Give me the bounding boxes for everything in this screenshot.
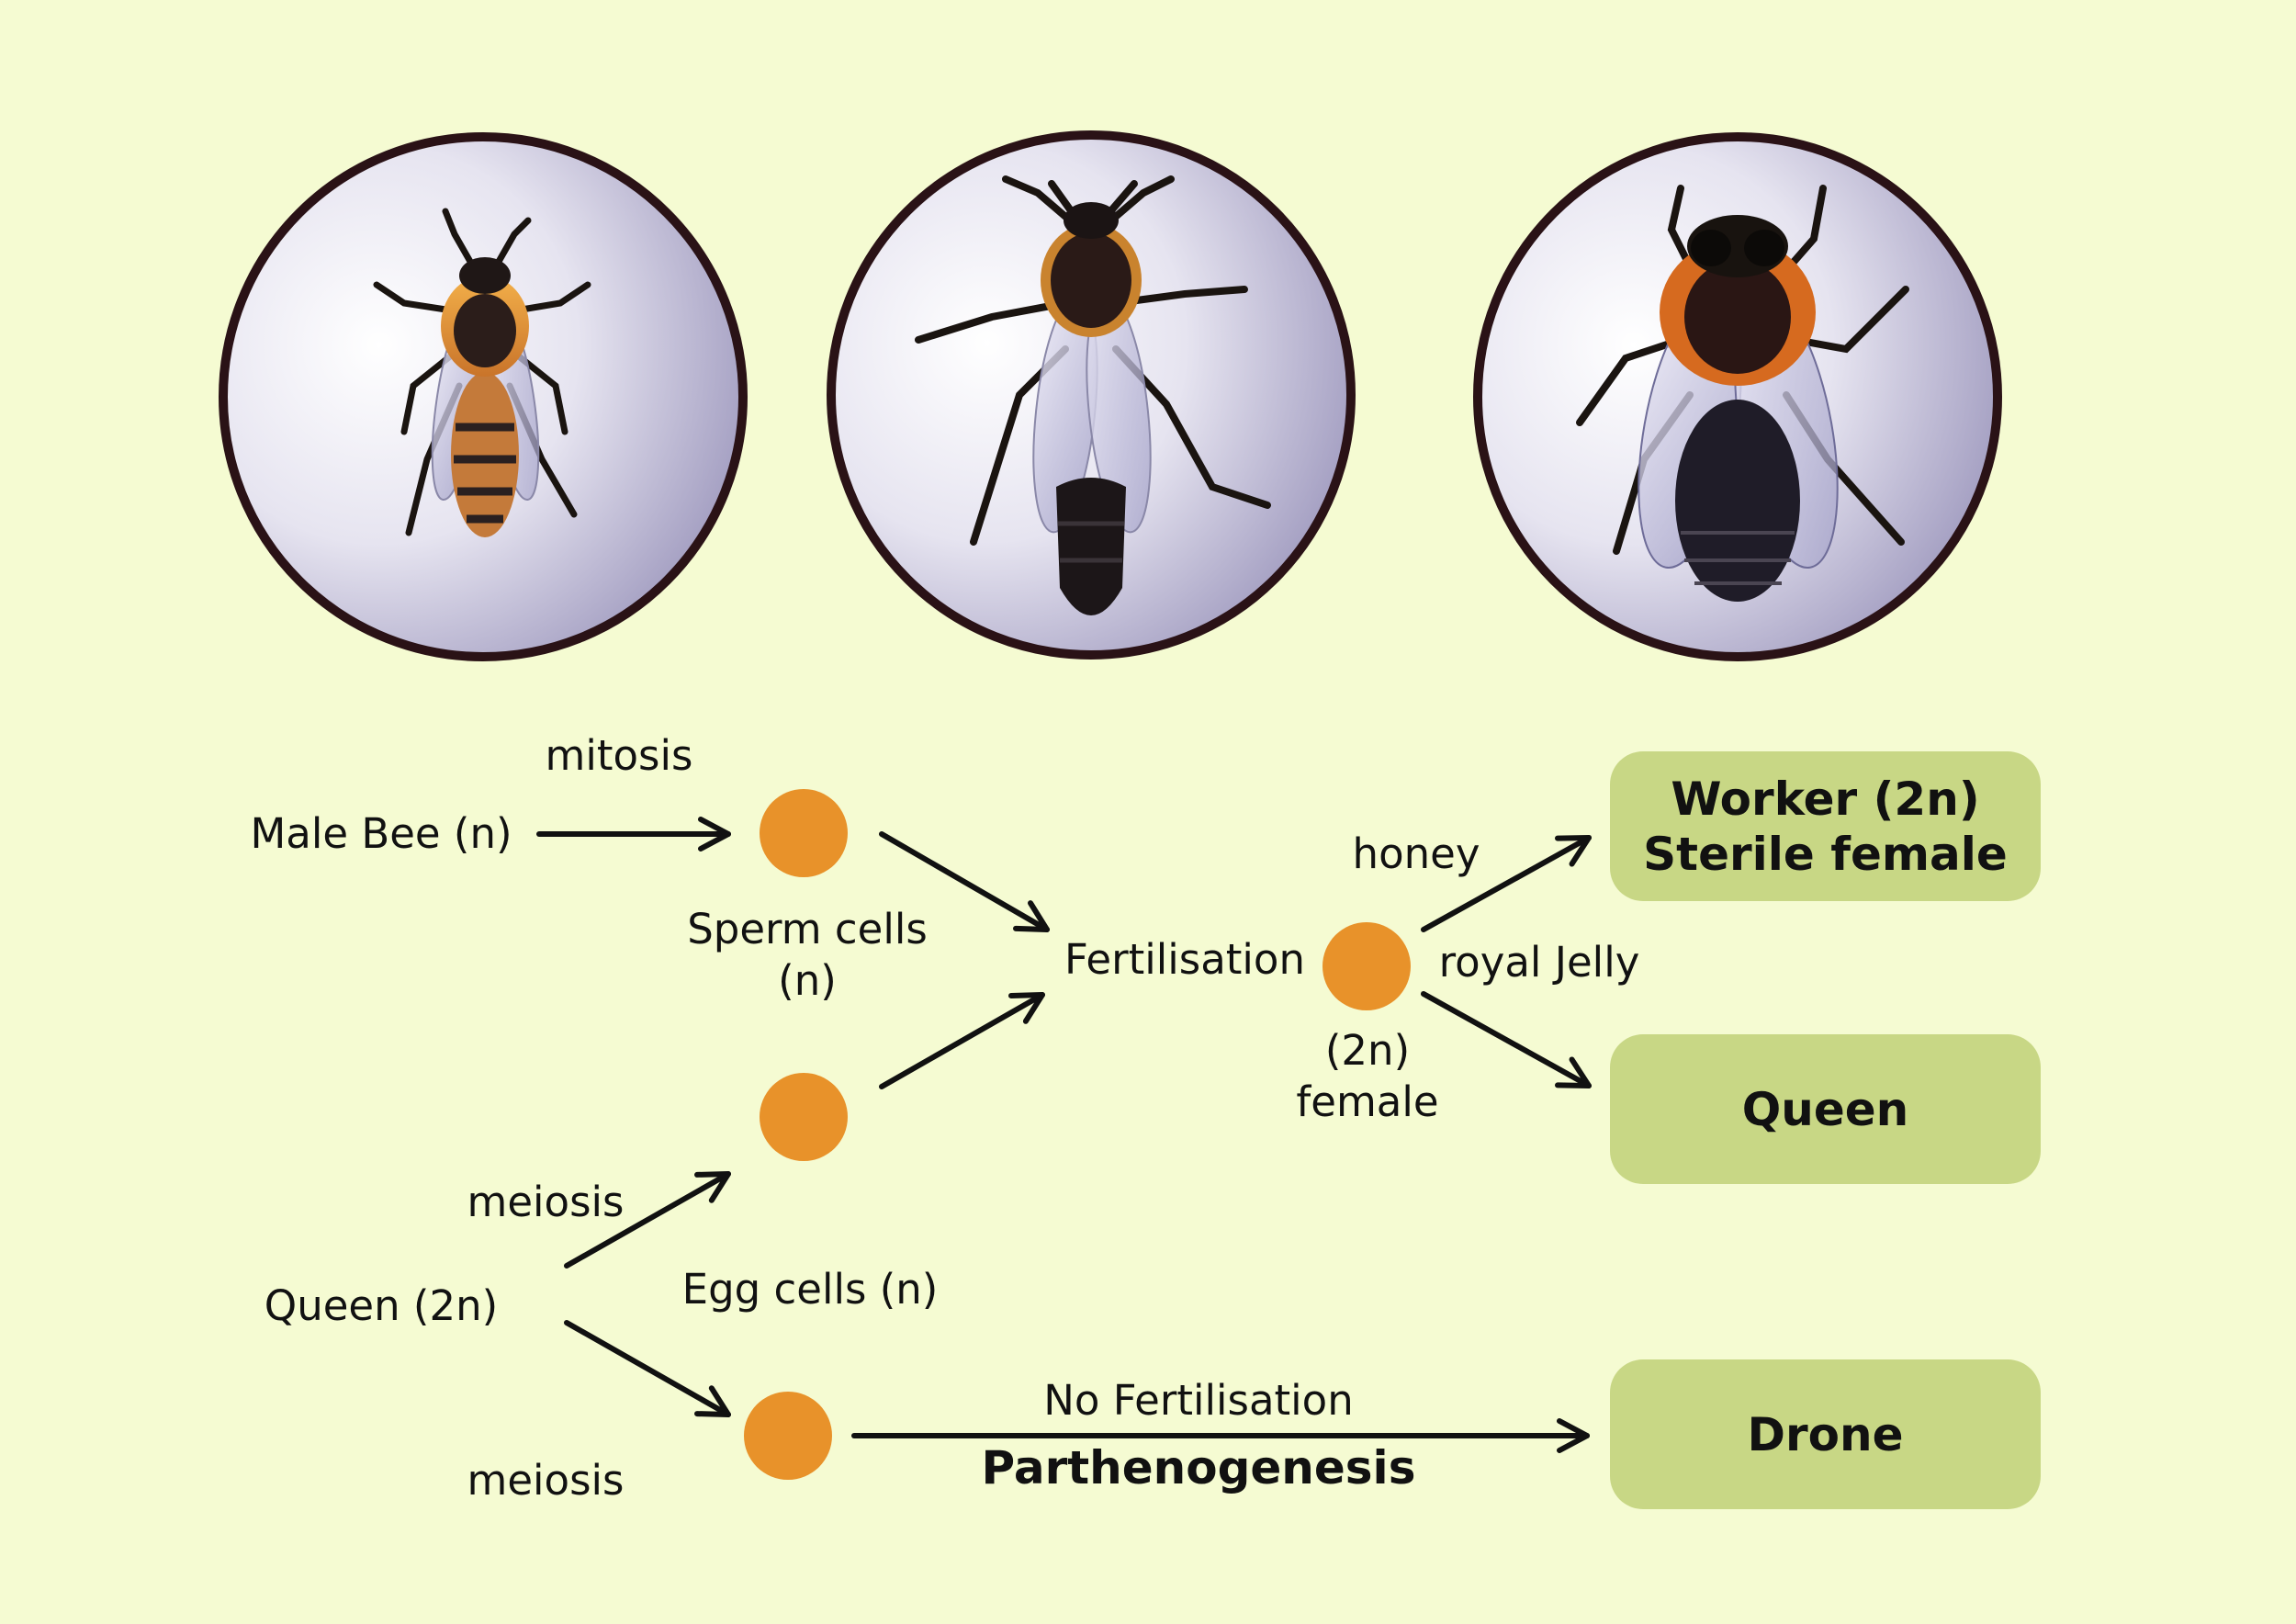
sperm-cells-line2: (n) <box>778 956 837 1005</box>
queen-outcome-box: Queen <box>1610 1034 2041 1184</box>
fertilisation-label: Fertilisation <box>1064 935 1305 984</box>
royal-jelly-label: royal Jelly <box>1438 938 1640 987</box>
zygote-label: (2n) female <box>1296 1025 1438 1128</box>
arrow-sperm-to-fertilisation <box>879 831 1050 932</box>
arrow-honey-to-worker <box>1421 835 1592 932</box>
male-bee-label: Male Bee (n) <box>250 809 512 858</box>
queen-bee-illustration <box>827 130 1356 660</box>
meiosis-label-bottom: meiosis <box>467 1456 625 1505</box>
queen-parent-label: Queen (2n) <box>264 1281 499 1330</box>
drone-stripes <box>1681 531 1795 585</box>
drone-outcome-label: Drone <box>1747 1407 1904 1461</box>
worker-bee-illustration <box>219 132 748 661</box>
arrow-meiosis-to-unfertilised-egg <box>564 1320 731 1417</box>
arrow-royal-jelly-to-queen <box>1421 991 1592 1088</box>
worker-stripes <box>454 423 516 524</box>
meiosis-label-top: meiosis <box>467 1178 625 1226</box>
honey-label: honey <box>1352 829 1480 878</box>
egg-cells-label: Egg cells (n) <box>681 1265 939 1314</box>
zygote-ploidy: (2n) <box>1324 1026 1411 1075</box>
sperm-cell <box>760 789 848 877</box>
sperm-cells-label: Sperm cells (n) <box>687 904 928 1007</box>
zygote-sex: female <box>1296 1077 1439 1126</box>
drone-outcome-box: Drone <box>1610 1359 2041 1509</box>
worker-outcome-title: Worker (2n) <box>1671 772 1980 826</box>
zygote-cell <box>1322 922 1411 1010</box>
arrow-egg-to-fertilisation <box>879 992 1045 1089</box>
unfertilised-egg-cell <box>744 1392 832 1480</box>
egg-cell <box>760 1073 848 1161</box>
worker-outcome-subtitle: Sterile female <box>1643 827 2008 881</box>
no-fertilisation-label: No Fertilisation <box>1043 1376 1354 1425</box>
queen-stripes <box>1058 521 1124 563</box>
arrow-meiosis-to-egg <box>564 1171 731 1269</box>
queen-outcome-label: Queen <box>1741 1082 1909 1136</box>
worker-outcome-box: Worker (2n) Sterile female <box>1610 751 2041 901</box>
drone-bee-illustration <box>1473 132 2002 661</box>
mitosis-label: mitosis <box>545 731 693 780</box>
parthenogenesis-label: Parthenogenesis <box>981 1441 1416 1494</box>
sperm-cells-line1: Sperm cells <box>687 905 928 953</box>
